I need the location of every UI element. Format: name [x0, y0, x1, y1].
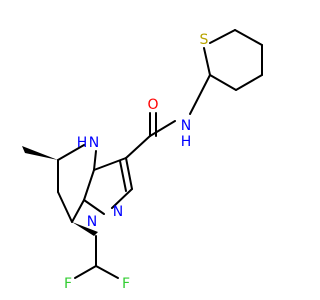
atom-n1: N: [87, 214, 97, 230]
atom-s: S: [200, 32, 209, 48]
bond-f1: [74, 265, 97, 279]
bond-c3-c4: [235, 74, 263, 91]
bonds: [57, 29, 263, 279]
atom-amide-n: N: [181, 118, 191, 134]
bond-pz1b: [119, 160, 127, 192]
bond-r4: [57, 191, 73, 223]
bond-r5: [71, 199, 85, 223]
bond-nh-ring: [189, 74, 211, 115]
bond-r2: [57, 144, 85, 161]
bond-c-pz: [125, 135, 151, 159]
bond-r1: [93, 150, 97, 171]
bond-pz2: [111, 188, 133, 209]
atom-o: O: [147, 97, 158, 113]
atom-f1: F: [64, 276, 72, 292]
wedge-methyl: [22, 146, 58, 160]
bond-pz5: [93, 157, 127, 171]
bond-pz1: [125, 157, 133, 190]
atom-ring-n: N: [89, 135, 99, 151]
atom-ring-h: H: [77, 135, 88, 151]
molecule-structure: S N H O N H N N F F: [22, 29, 263, 292]
bond-c4-c5: [209, 74, 237, 91]
atom-n2: N: [113, 204, 123, 220]
bond-pz4: [83, 169, 95, 201]
bond-s-c1: [209, 29, 236, 44]
bond-c1-c2: [234, 29, 263, 46]
bond-pz3: [83, 199, 105, 215]
wedge-chf2: [72, 222, 98, 236]
atom-f2: F: [122, 276, 130, 292]
bond-c5-s: [203, 47, 211, 76]
bond-c-nh: [149, 120, 176, 137]
bond-f2: [95, 265, 119, 279]
atom-amide-h: H: [181, 134, 192, 150]
